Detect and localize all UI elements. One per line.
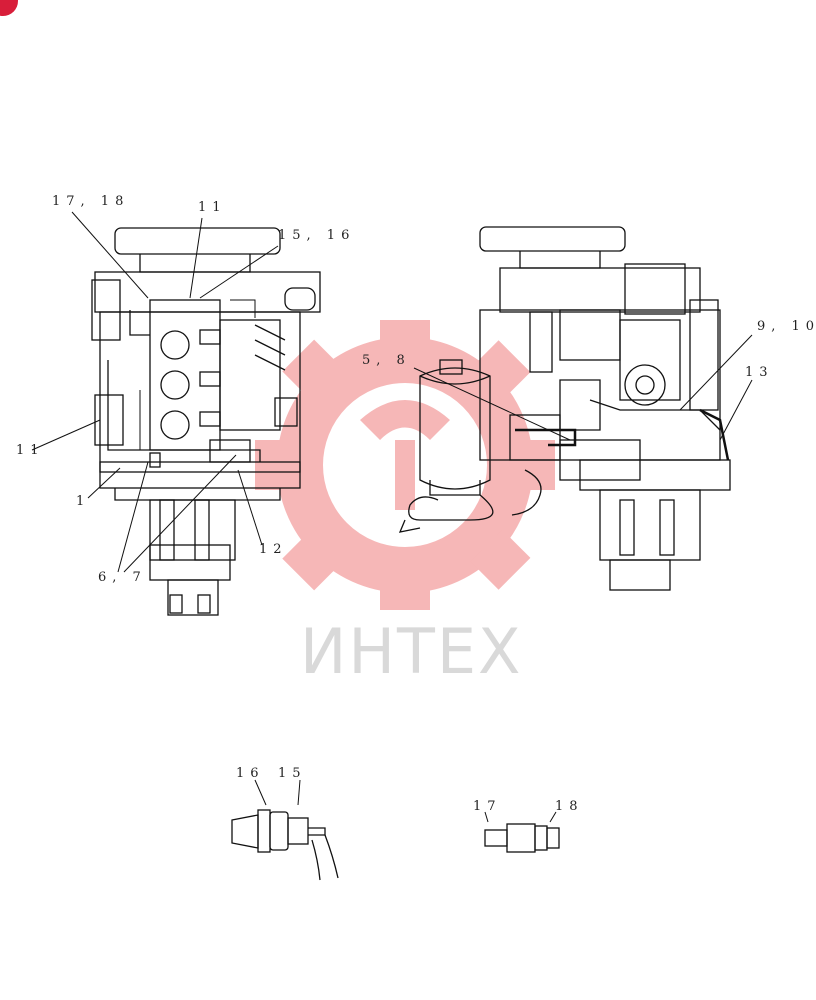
callout-16-detail: 16 <box>236 766 265 781</box>
callout-5-8: 5, 8 <box>362 353 411 368</box>
callout-17-detail: 17 <box>473 799 502 814</box>
callout-18-detail: 18 <box>555 799 584 814</box>
callout-13: 13 <box>745 365 774 380</box>
callout-9-10: 9, 10 <box>757 319 816 334</box>
callout-11-top: 11 <box>198 200 227 215</box>
callout-1: 1 <box>76 494 91 509</box>
callout-15-detail: 15 <box>278 766 307 781</box>
callout-15-16-top: 15, 16 <box>278 228 356 243</box>
detail-connector-15-16 <box>231 779 339 881</box>
detail-sensor-17-18 <box>484 811 560 853</box>
leader-lines-right <box>413 334 753 441</box>
watermark-text: ИНТЕХ <box>300 615 523 688</box>
engine-left-view <box>91 227 321 616</box>
engine-right-view <box>398 226 731 591</box>
leader-lines-left <box>31 211 279 573</box>
callout-6-7: 6, 7 <box>98 570 147 585</box>
callout-12: 12 <box>259 542 288 557</box>
callout-11-left: 11 <box>16 443 45 458</box>
callout-17-18-top: 17, 18 <box>52 194 130 209</box>
